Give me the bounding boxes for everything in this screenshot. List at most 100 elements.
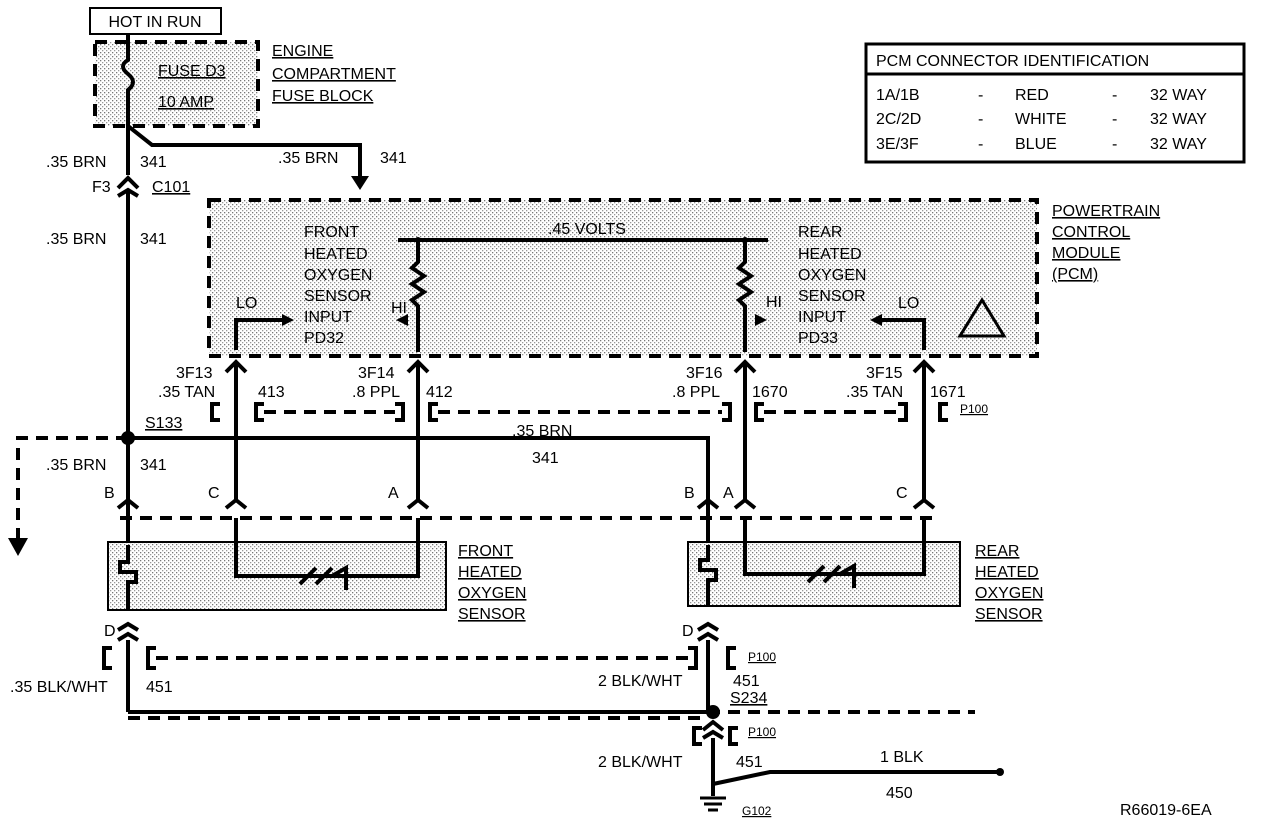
svg-text:OXYGEN: OXYGEN — [304, 267, 372, 284]
svg-text:.35 BRN: .35 BRN — [46, 457, 106, 474]
svg-text:A: A — [388, 485, 399, 502]
svg-text:32 WAY: 32 WAY — [1150, 87, 1207, 104]
p100-shield — [210, 402, 948, 422]
front-sensor-element — [298, 564, 348, 590]
svg-text:.35 TAN: .35 TAN — [846, 384, 903, 401]
svg-text:A: A — [723, 485, 734, 502]
svg-text:412: 412 — [426, 384, 453, 401]
svg-text:FRONT: FRONT — [304, 224, 359, 241]
svg-text:-: - — [1112, 136, 1117, 153]
svg-text:INPUT: INPUT — [304, 309, 352, 326]
wire-to-pcm — [126, 124, 362, 178]
fuse-block-label-1: ENGINE — [272, 43, 333, 60]
svg-text:HEATED: HEATED — [304, 246, 368, 263]
svg-text:P100: P100 — [748, 650, 776, 664]
svg-text:HOT IN RUN: HOT IN RUN — [108, 14, 201, 31]
svg-text:413: 413 — [258, 384, 285, 401]
svg-text:HEATED: HEATED — [798, 246, 862, 263]
rear-resistor — [735, 240, 755, 352]
pcm-pin-wires — [224, 359, 936, 500]
arrow-icon — [351, 176, 369, 190]
svg-text:SENSOR: SENSOR — [975, 606, 1043, 623]
svg-text:HEATED: HEATED — [975, 564, 1039, 581]
arrow-down-icon — [8, 538, 28, 556]
s234-splice — [706, 705, 720, 719]
fuse-block-label-2: COMPARTMENT — [272, 66, 396, 83]
front-heater-icon — [118, 545, 138, 610]
svg-text:HI: HI — [766, 294, 782, 311]
svg-text:.35 BRN: .35 BRN — [46, 154, 106, 171]
pcm-table-title: PCM CONNECTOR IDENTIFICATION — [876, 53, 1149, 70]
front-oxygen-sensor — [107, 518, 447, 611]
svg-text:451: 451 — [736, 754, 763, 771]
svg-text:D: D — [104, 623, 116, 640]
svg-text:RED: RED — [1015, 87, 1049, 104]
svg-text:SENSOR: SENSOR — [304, 288, 372, 305]
fuse-block: FUSE D3 10 AMP — [93, 34, 260, 128]
rear-oxygen-sensor — [687, 518, 961, 607]
svg-text:OXYGEN: OXYGEN — [975, 585, 1043, 602]
svg-text:3E/3F: 3E/3F — [876, 136, 919, 153]
esd-warning-icon — [957, 297, 1007, 338]
voltage-label: .45 VOLTS — [548, 221, 626, 238]
svg-text:INPUT: INPUT — [798, 309, 846, 326]
svg-text:3F16: 3F16 — [686, 365, 723, 382]
figure-id: R66019-6EA — [1120, 802, 1212, 819]
svg-text:B: B — [104, 485, 115, 502]
svg-text:G102: G102 — [742, 804, 772, 818]
svg-text:B: B — [684, 485, 695, 502]
svg-text:-: - — [1112, 87, 1117, 104]
fuse-name: FUSE D3 — [158, 63, 226, 80]
svg-text:S133: S133 — [145, 415, 182, 432]
svg-text:FRONT: FRONT — [458, 543, 513, 560]
svg-text:341: 341 — [140, 457, 167, 474]
svg-text:BLUE: BLUE — [1015, 136, 1057, 153]
svg-text:C101: C101 — [152, 179, 190, 196]
svg-text:.8 PPL: .8 PPL — [352, 384, 400, 401]
svg-text:.35 BRN: .35 BRN — [512, 423, 572, 440]
hot-in-run-label: HOT IN RUN — [89, 7, 222, 35]
svg-text:REAR: REAR — [798, 224, 842, 241]
svg-text:1670: 1670 — [752, 384, 788, 401]
fuse-element — [121, 34, 135, 126]
svg-text:S234: S234 — [730, 690, 767, 707]
svg-text:32 WAY: 32 WAY — [1150, 111, 1207, 128]
svg-text:3F14: 3F14 — [358, 365, 395, 382]
ground-icon — [700, 796, 726, 812]
svg-text:(PCM): (PCM) — [1052, 266, 1098, 283]
svg-text:2C/2D: 2C/2D — [876, 111, 921, 128]
svg-text:OXYGEN: OXYGEN — [798, 267, 866, 284]
lower-shield — [102, 646, 736, 670]
pcm-connector-table: PCM CONNECTOR IDENTIFICATION 1A/1B - RED… — [864, 42, 1246, 164]
svg-text:2 BLK/WHT: 2 BLK/WHT — [598, 673, 683, 690]
fuse-rating: 10 AMP — [158, 94, 214, 111]
svg-text:1 BLK: 1 BLK — [880, 749, 924, 766]
svg-text:.35 TAN: .35 TAN — [158, 384, 215, 401]
svg-text:C: C — [208, 485, 220, 502]
svg-text:.35 BRN: .35 BRN — [46, 231, 106, 248]
svg-text:341: 341 — [532, 450, 559, 467]
svg-text:LO: LO — [898, 295, 919, 312]
svg-text:3F15: 3F15 — [866, 365, 903, 382]
svg-text:451: 451 — [733, 673, 760, 690]
svg-text:-: - — [978, 111, 983, 128]
svg-text:MODULE: MODULE — [1052, 245, 1120, 262]
rear-sensor-element — [806, 562, 856, 588]
svg-text:F3: F3 — [92, 179, 111, 196]
svg-text:PD32: PD32 — [304, 330, 344, 347]
pcm-module: .45 VOLTS FRONT HEATED OXYGEN SENSOR INP… — [207, 198, 1039, 358]
svg-text:LO: LO — [236, 295, 257, 312]
svg-text:32 WAY: 32 WAY — [1150, 136, 1207, 153]
svg-text:.35 BLK/WHT: .35 BLK/WHT — [10, 679, 108, 696]
rear-heater-icon — [698, 545, 718, 606]
svg-text:341: 341 — [140, 154, 167, 171]
svg-text:D: D — [682, 623, 694, 640]
sensor-connector-pins — [116, 497, 936, 545]
svg-text:WHITE: WHITE — [1015, 111, 1067, 128]
svg-text:-: - — [978, 136, 983, 153]
svg-text:-: - — [978, 87, 983, 104]
svg-text:451: 451 — [146, 679, 173, 696]
svg-text:-: - — [1112, 111, 1117, 128]
svg-text:POWERTRAIN: POWERTRAIN — [1052, 203, 1160, 220]
